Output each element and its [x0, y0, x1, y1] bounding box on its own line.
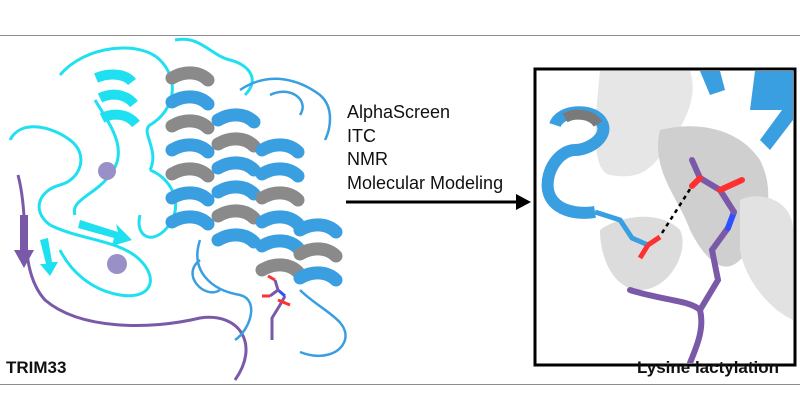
surface-patch: [595, 71, 693, 177]
zinc-ion: [98, 162, 116, 180]
method-molecular-modeling: Molecular Modeling: [347, 172, 504, 193]
blue-strand-2: [700, 71, 725, 95]
top-rule: [0, 35, 800, 36]
blue-strand: [750, 71, 793, 150]
purple-linker-chain: [16, 174, 248, 381]
method-alphascreen: AlphaScreen: [347, 102, 451, 122]
lactyl-lysine-stick: [627, 157, 745, 363]
trim33-structure: [8, 37, 347, 381]
bottom-rule: [0, 384, 800, 385]
method-nmr: NMR: [347, 149, 388, 169]
blue-helix-bundle: [165, 66, 347, 357]
cyan-strand-arrow: [40, 238, 58, 276]
surface-patch: [740, 196, 793, 320]
lysine-lactylation-label: Lysine lactylation: [637, 358, 780, 377]
method-itc: ITC: [347, 125, 376, 146]
lactyl-lysine-stick-left: [262, 274, 291, 340]
cyan-short-helix: [94, 69, 140, 128]
hydrogen-bond: [660, 185, 694, 234]
purple-strand-arrow: [14, 215, 34, 268]
trim33-label: TRIM33: [6, 358, 67, 377]
zinc-ion: [107, 254, 127, 274]
zoom-inset: [533, 67, 797, 367]
grey-helix-face: [562, 109, 603, 128]
workflow-arrow: [346, 194, 531, 210]
cyan-strand-arrow-2: [78, 220, 132, 246]
carboxylate: [637, 234, 662, 260]
methods-list: AlphaScreen ITC NMR Molecular Modeling: [347, 101, 503, 195]
blue-sidechain: [594, 209, 650, 248]
